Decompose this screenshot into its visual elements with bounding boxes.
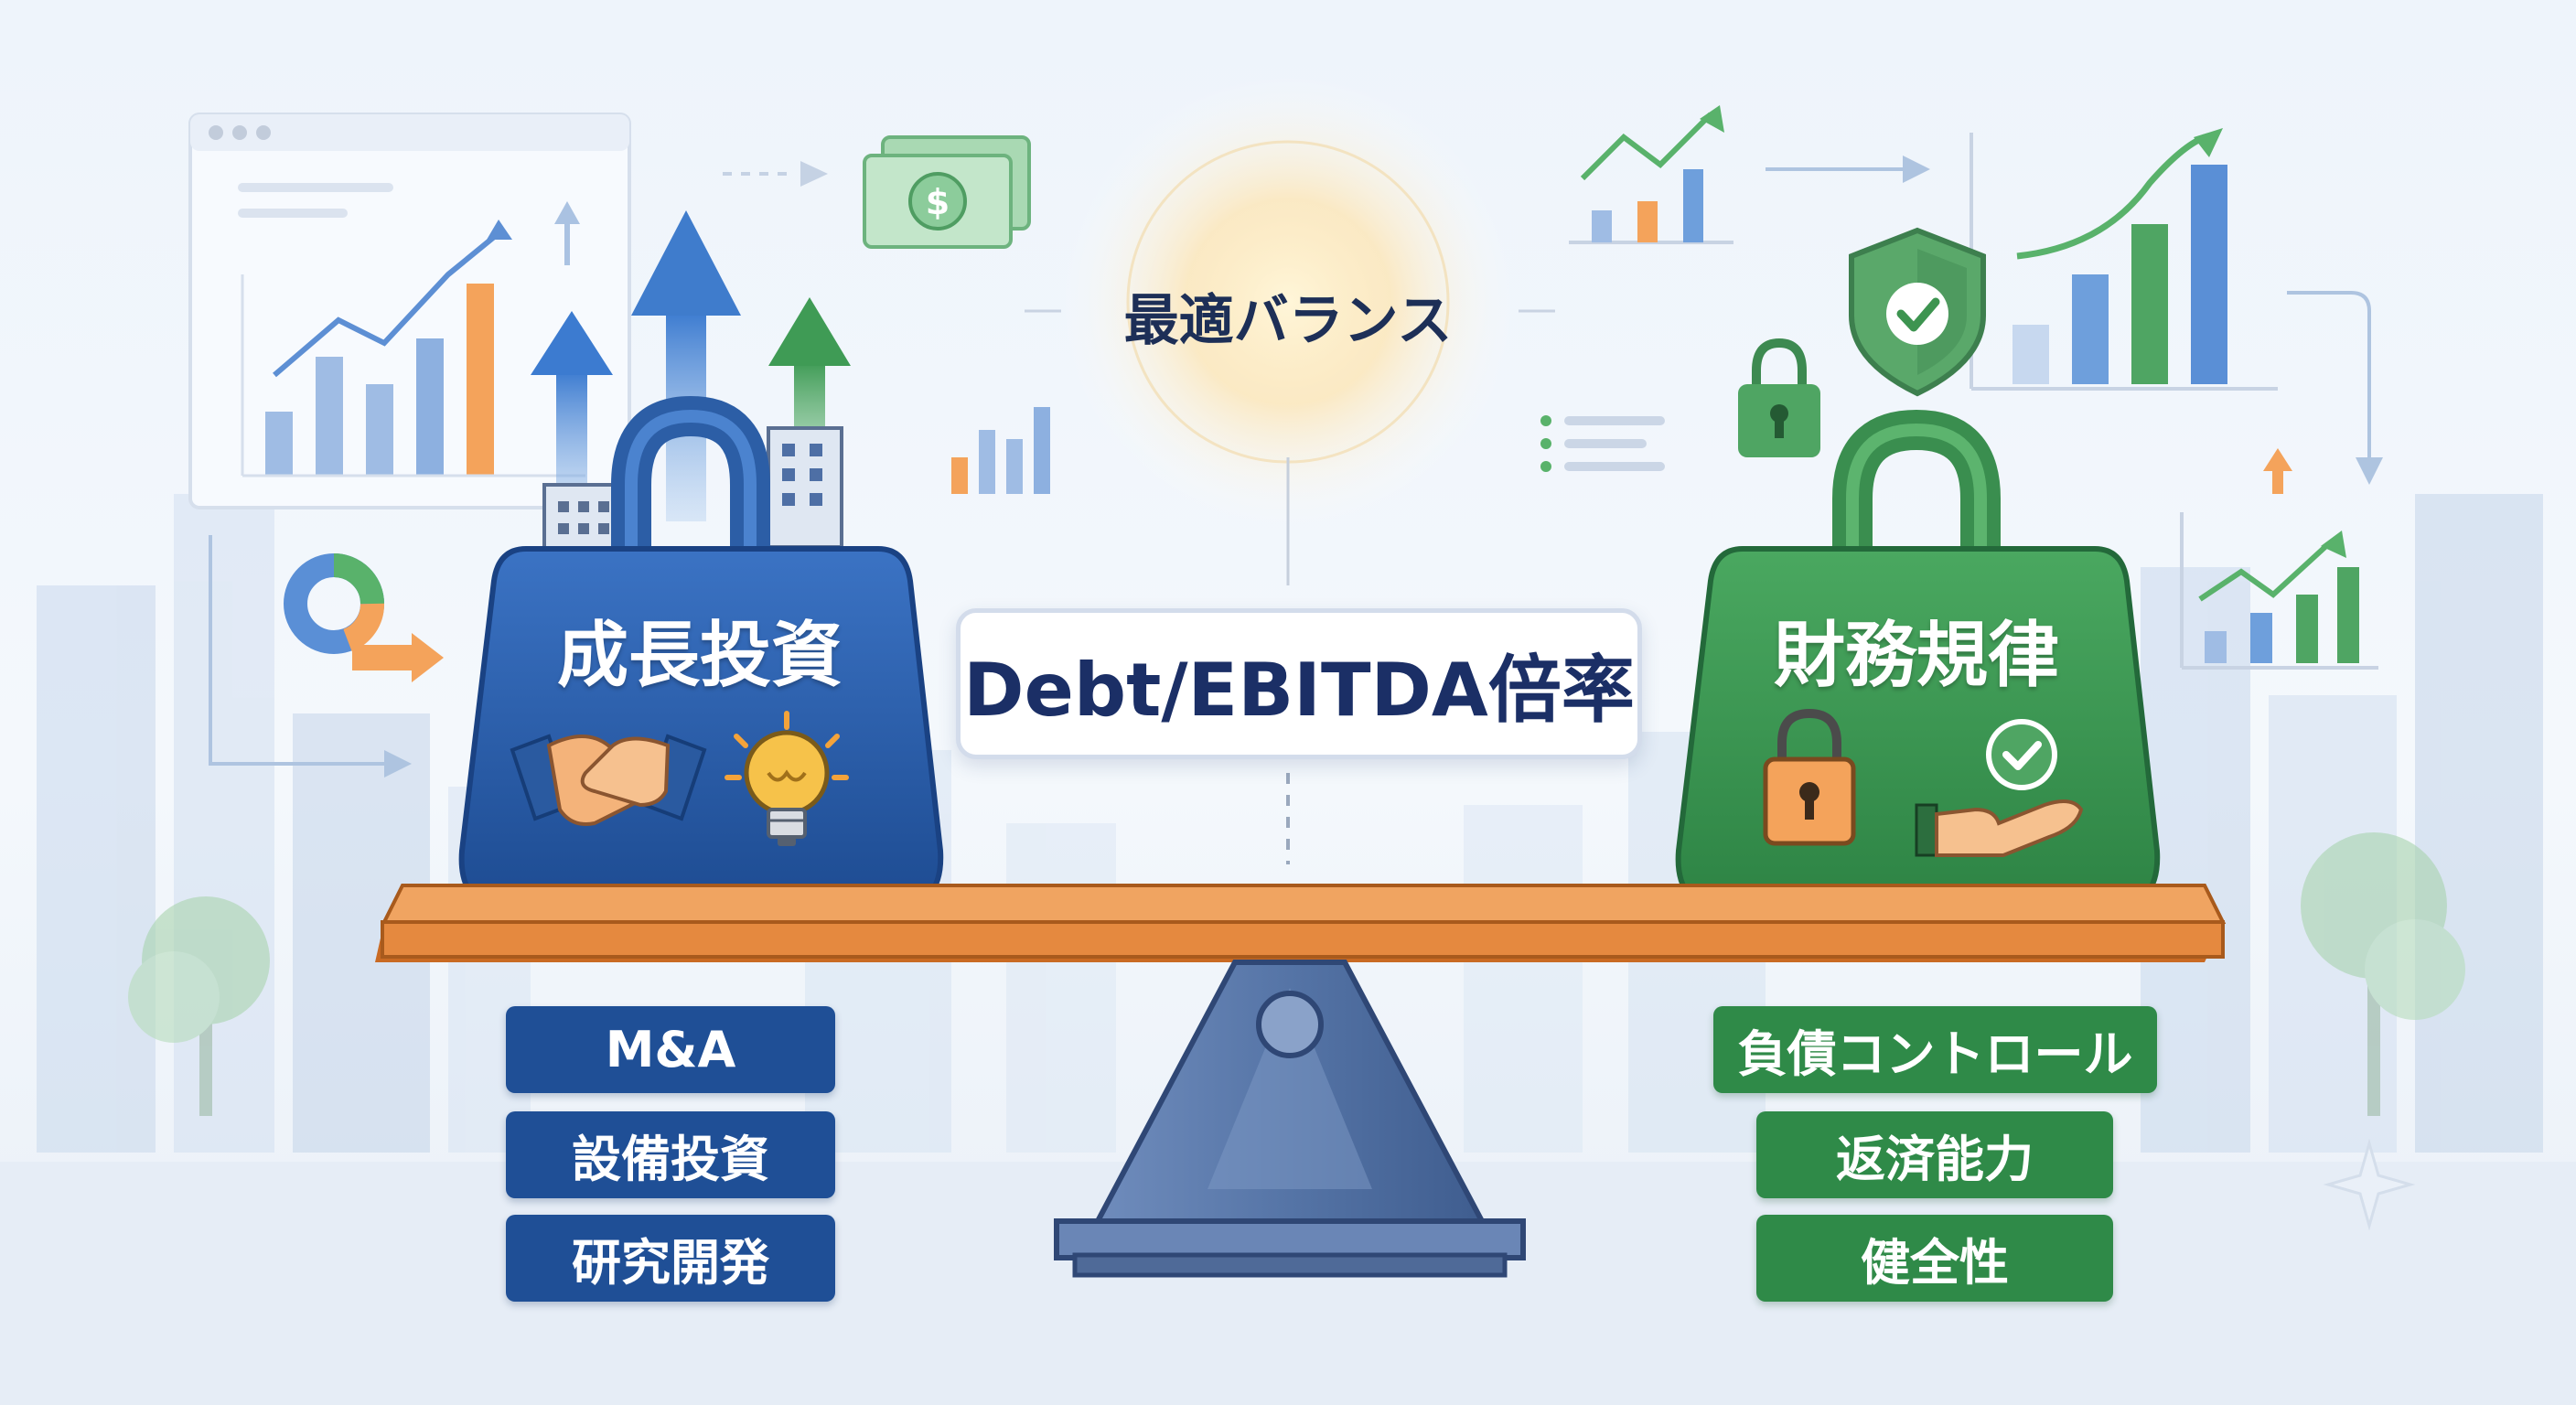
small-padlock-icon — [1738, 338, 1820, 457]
large-bar-chart-icon — [1970, 128, 2278, 391]
optimal-balance-label: 最適バランス — [1123, 288, 1453, 353]
building-icon — [542, 426, 843, 555]
tag-rnd: 研究開発 — [506, 1215, 835, 1302]
glow — [1059, 73, 1517, 531]
handshake-icon — [510, 734, 707, 826]
lightbulb-icon — [724, 711, 849, 846]
tag-debt-control: 負債コントロール — [1713, 1006, 2157, 1093]
arrow-up-icon — [554, 201, 580, 265]
tag-soundness: 健全性 — [1756, 1215, 2113, 1302]
svg-text:$: $ — [926, 182, 950, 222]
growth-chart-icon — [1569, 105, 1733, 244]
list-icon — [1540, 415, 1665, 472]
tag-capex: 設備投資 — [506, 1111, 835, 1198]
mini-bar-chart-icon — [951, 407, 1050, 494]
sparkle-icon — [2323, 1138, 2416, 1231]
mini-growth-chart-icon — [2180, 512, 2378, 670]
growth-investment-title: 成長投資 — [556, 615, 843, 697]
arrow-right-icon — [352, 633, 444, 682]
arrow-up-orange-icon — [2263, 448, 2292, 494]
dollar-bill-icon: $ — [863, 135, 1031, 249]
browser-chart-icon — [188, 113, 631, 509]
shield-check-icon — [1849, 227, 1986, 397]
hand-check-icon — [1915, 719, 2084, 857]
beam — [375, 884, 2227, 962]
fulcrum — [1054, 960, 1526, 1278]
debt-ebitda-ratio-box: Debt/EBITDA倍率 — [956, 608, 1642, 759]
donut-chart-icon — [284, 553, 384, 654]
padlock-icon — [1763, 708, 1856, 846]
financial-discipline-title: 財務規律 — [1773, 615, 2059, 697]
tag-ma: M&A — [506, 1006, 835, 1093]
tag-repayment-capacity: 返済能力 — [1756, 1111, 2113, 1198]
trees — [128, 832, 2465, 1116]
